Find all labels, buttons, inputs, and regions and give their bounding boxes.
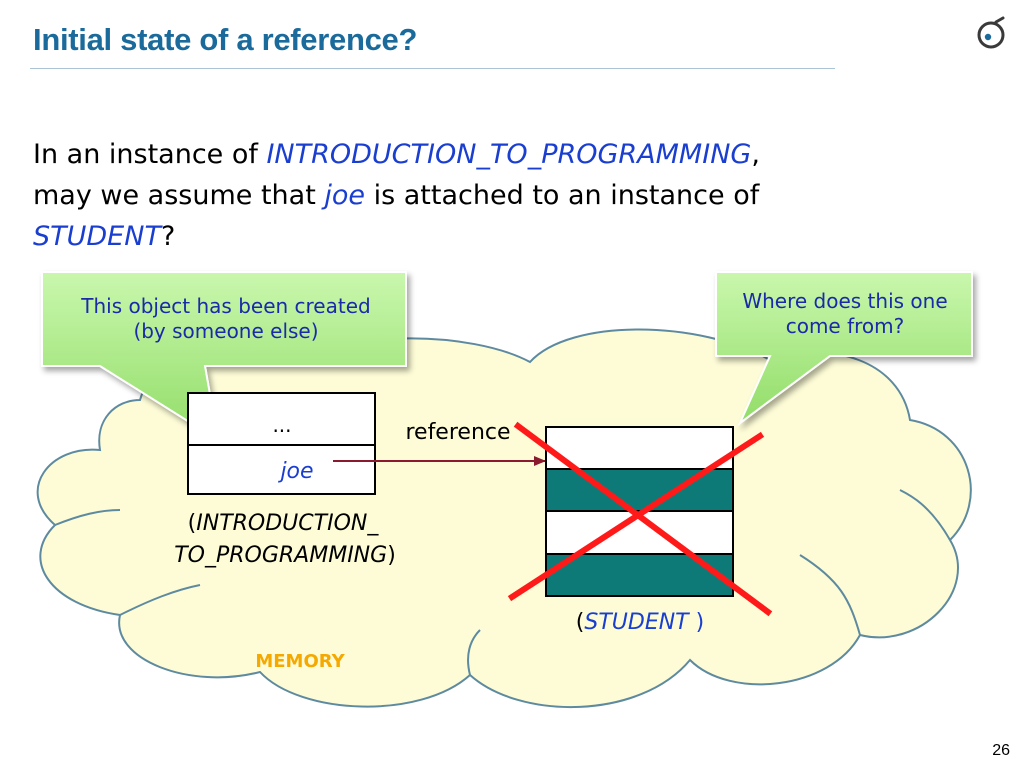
callout-left-line2: (by someone else) (133, 319, 318, 343)
callout-right (715, 271, 973, 427)
intro-label-close: ) (387, 543, 396, 568)
intro-label-open: ( (188, 511, 197, 536)
callout-right-line2: come from? (786, 314, 905, 338)
reference-label: reference (405, 420, 510, 445)
question-part1: In an instance of (33, 139, 267, 170)
eiffel-logo-icon (977, 16, 1005, 49)
callout-right-line1: Where does this one (742, 289, 947, 313)
class-name-student: STUDENT (33, 221, 161, 252)
student-label-close: ) (689, 610, 705, 635)
callout-left-line1: This object has been created (80, 294, 370, 318)
student-object-label: (STUDENT ) (576, 610, 704, 635)
question-part3: may we assume that (33, 180, 325, 211)
student-field-4 (545, 553, 734, 597)
class-name-introduction: INTRODUCTION_TO_PROGRAMMING (266, 139, 752, 170)
question-part2: , (751, 139, 760, 170)
intro-label-name2: TO_PROGRAMMING (174, 543, 387, 568)
intro-field-joe-text: joe (277, 459, 313, 484)
intro-object-label-line1: (INTRODUCTION_ (188, 511, 380, 536)
student-label-class: STUDENT (584, 610, 690, 635)
intro-object-label-line2: TO_PROGRAMMING) (174, 543, 396, 568)
memory-label: MEMORY (255, 651, 345, 672)
slide-title: Initial state of a reference? (33, 22, 418, 57)
intro-field-top (187, 392, 376, 446)
question-text: In an instance of INTRODUCTION_TO_PROGRA… (33, 134, 993, 257)
cross-mark-icon (507, 421, 773, 617)
intro-object (187, 392, 376, 495)
title-divider (30, 68, 835, 69)
student-label-open: ( (576, 610, 585, 635)
attribute-joe: joe (324, 180, 366, 211)
intro-label-name1: INTRODUCTION_ (196, 511, 379, 536)
page-number: 26 (992, 742, 1010, 759)
intro-field-joe (187, 444, 376, 495)
question-part4: is attached to an instance of (365, 180, 760, 211)
question-part5: ? (160, 221, 176, 252)
student-field-1 (545, 426, 734, 470)
intro-field-top-text: ... (272, 413, 291, 437)
